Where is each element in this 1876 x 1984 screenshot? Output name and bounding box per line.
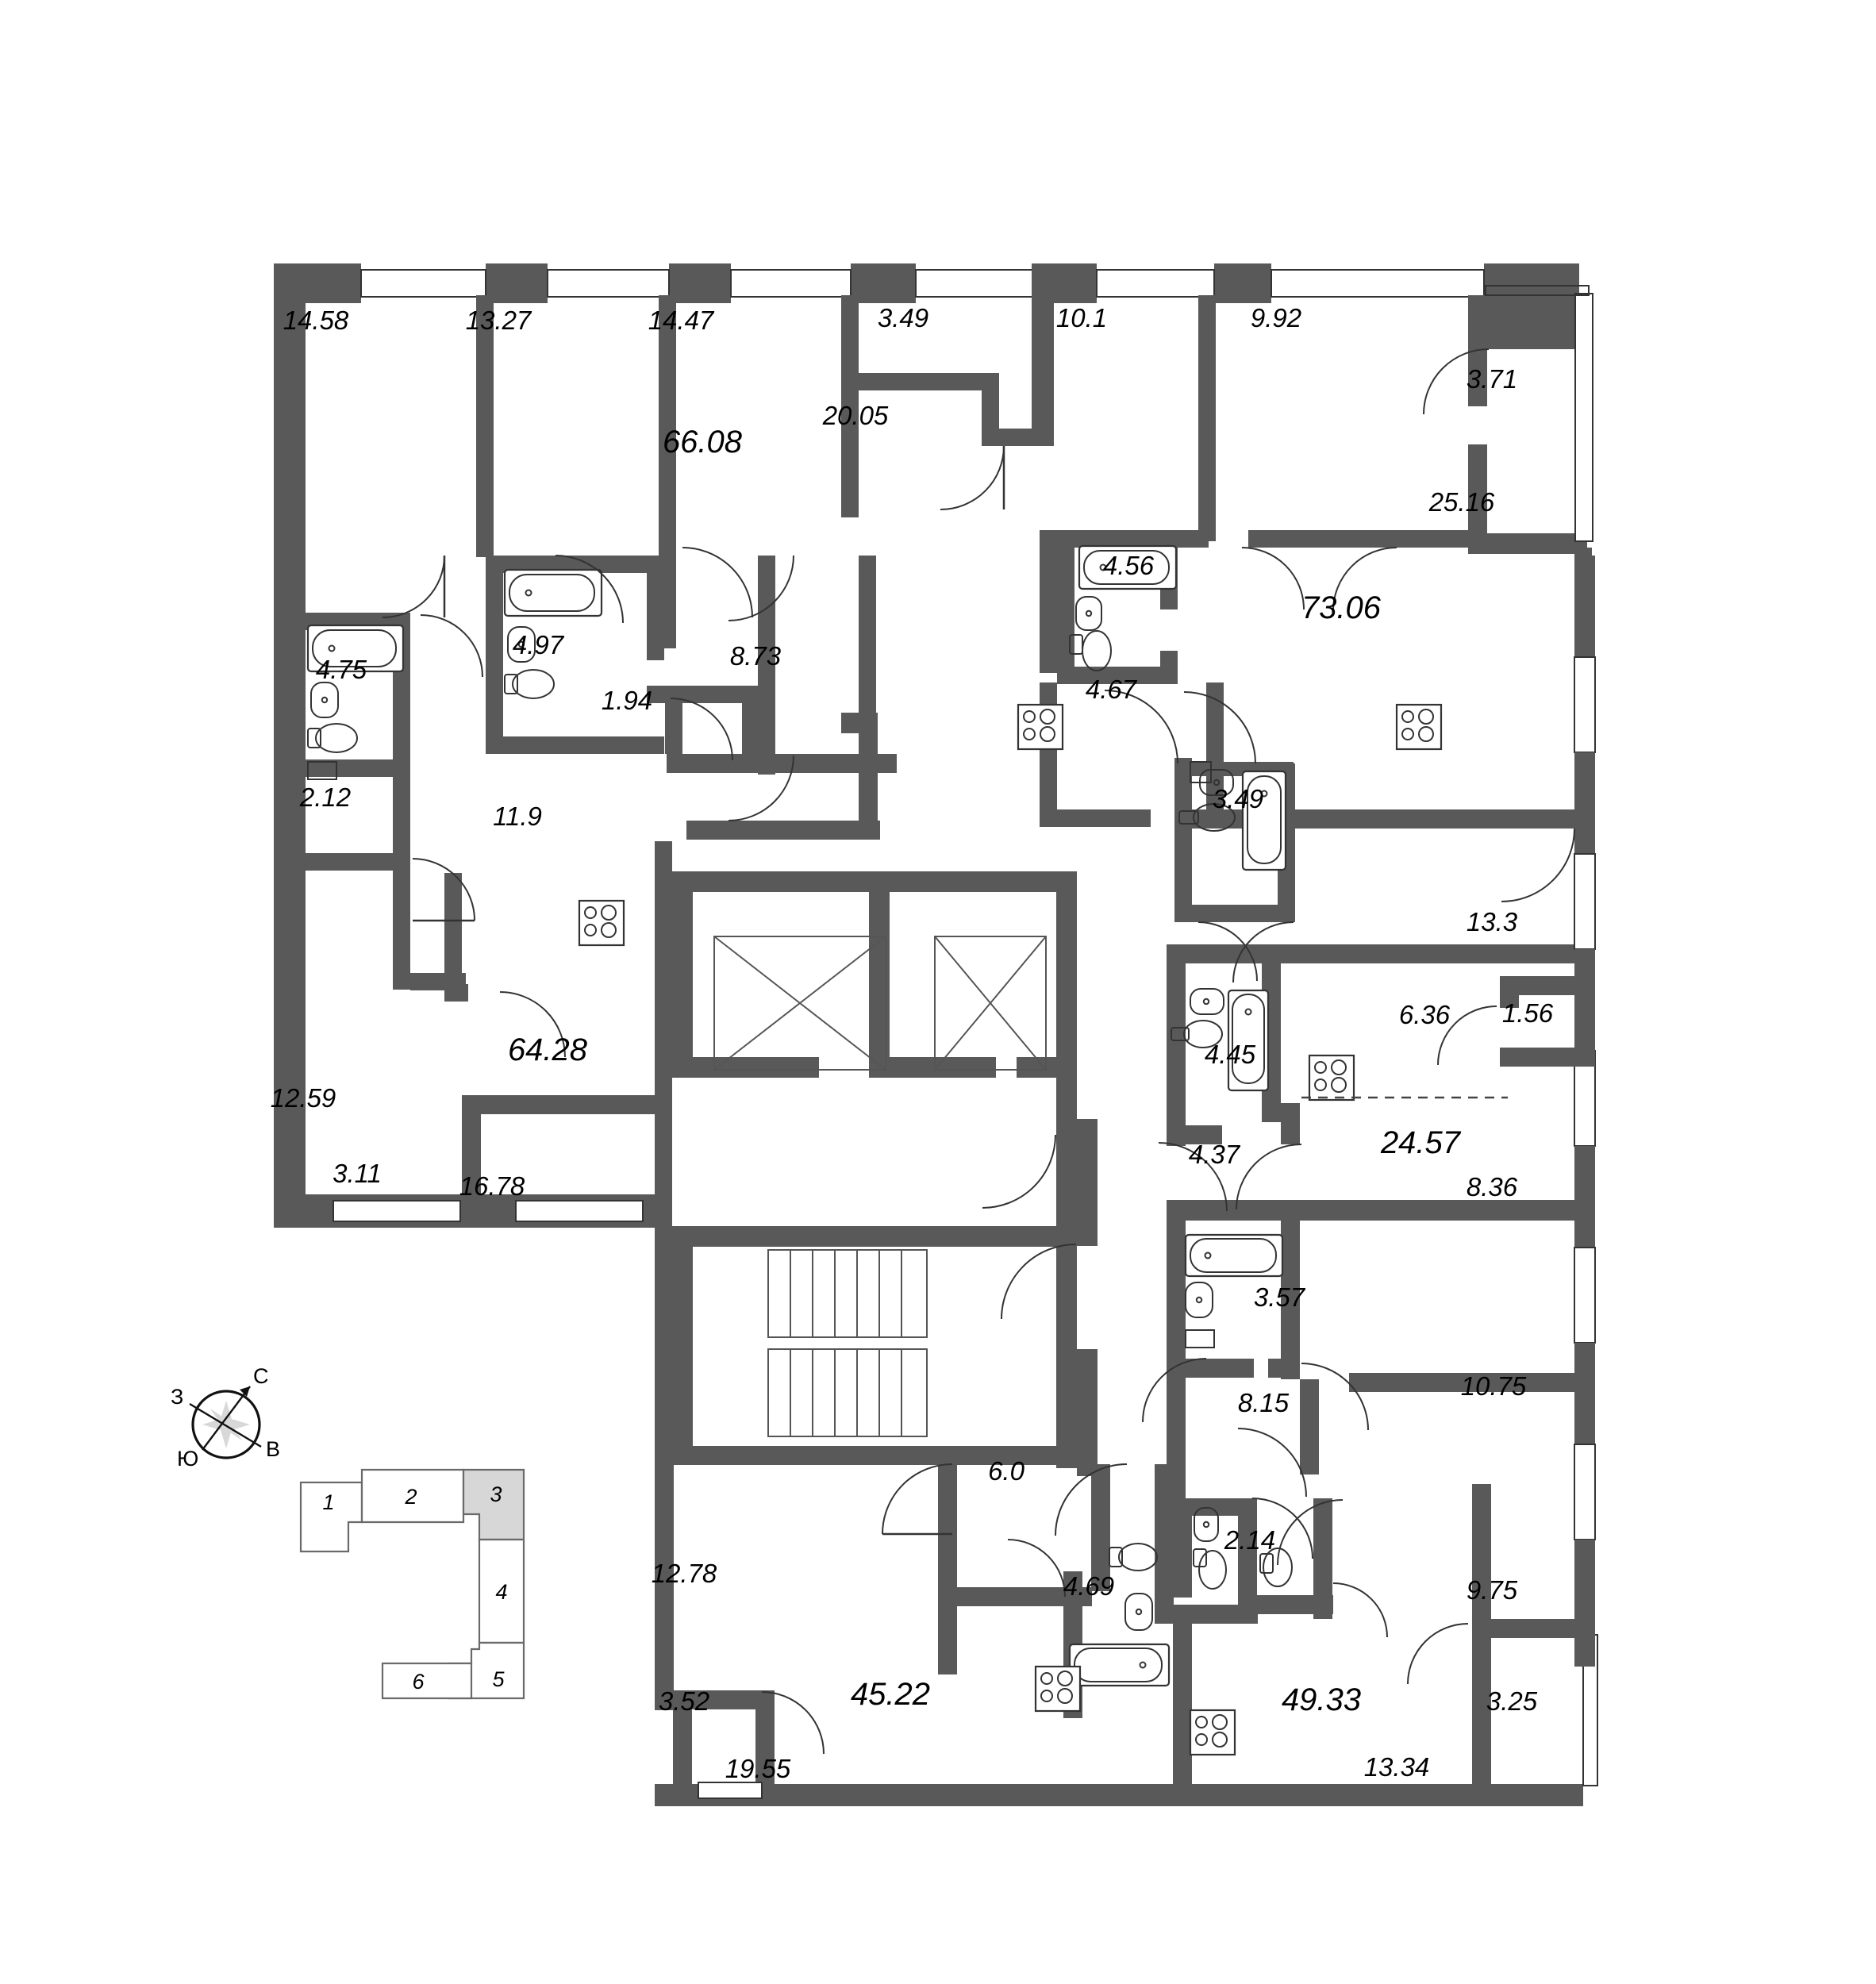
- key-section-6-label: 6: [412, 1670, 425, 1694]
- room-area-label: 4.69: [1063, 1571, 1114, 1601]
- compass-label-north: С: [253, 1364, 269, 1388]
- room-area-label: 20.05: [822, 401, 889, 430]
- key-section-2-label: 2: [404, 1485, 417, 1509]
- room-area-label: 4.56: [1103, 551, 1155, 580]
- toilet-icon: [1259, 1548, 1293, 1587]
- room-area-label: 24.57: [1380, 1125, 1462, 1160]
- bathtub-icon: [1078, 544, 1178, 590]
- room-area-label: 3.49: [1213, 784, 1263, 813]
- key-section-1-label: 1: [322, 1490, 334, 1514]
- room-area-label: 3.52: [659, 1686, 709, 1716]
- room-area-label: 3.71: [1467, 364, 1517, 394]
- sink-icon: [310, 682, 339, 718]
- room-area-label: 11.9: [493, 802, 542, 831]
- walls: [274, 263, 1598, 1806]
- sink-icon: [1185, 1282, 1213, 1318]
- room-area-label: 66.08: [663, 425, 743, 459]
- toilet-icon: [1178, 803, 1236, 832]
- stove-icon: [1189, 1709, 1236, 1756]
- room-area-label: 9.92: [1251, 303, 1301, 333]
- room-area-label: 4.37: [1189, 1140, 1241, 1169]
- room-area-label: 3.25: [1486, 1686, 1538, 1716]
- room-area-label: 10.1: [1056, 303, 1107, 333]
- room-area-label: 12.78: [652, 1559, 717, 1588]
- room-area-label: 45.22: [851, 1677, 930, 1712]
- room-area-label: 19.55: [725, 1754, 791, 1783]
- room-area-label: 16.78: [459, 1171, 525, 1201]
- room-area-label: 1.94: [602, 686, 652, 715]
- stove-icon: [1017, 703, 1064, 751]
- plumbing-fixtures: [306, 544, 1293, 1687]
- kitchen-stoves: [578, 703, 1443, 1756]
- key-section-2[interactable]: [360, 1468, 465, 1524]
- room-area-label: 49.33: [1282, 1682, 1361, 1717]
- room-area-label: 6.36: [1399, 1000, 1451, 1029]
- room-area-label: 4.45: [1205, 1040, 1256, 1069]
- stove-icon: [1395, 703, 1443, 751]
- sink-icon: [1124, 1593, 1153, 1631]
- key-section-5-label: 5: [492, 1667, 505, 1691]
- key-section-6[interactable]: [381, 1662, 473, 1700]
- door-swings: [382, 348, 1575, 1755]
- bathtub-icon: [1241, 770, 1287, 871]
- room-area-label: 9.75: [1467, 1575, 1518, 1605]
- compass-label-west: З: [171, 1385, 183, 1409]
- bathtub-icon: [1068, 1643, 1171, 1687]
- elevator-shaft-right: [934, 936, 1047, 1071]
- room-area-label: 4.67: [1086, 675, 1138, 704]
- toilet-icon: [1069, 630, 1112, 671]
- bathtub-icon: [1184, 1233, 1284, 1278]
- room-area-label: 73.06: [1301, 590, 1382, 625]
- room-area-label: 8.73: [730, 641, 782, 671]
- key-section-4-label: 4: [495, 1580, 507, 1604]
- room-area-label: 13.27: [466, 306, 532, 335]
- compass-rose: С В Ю З: [171, 1364, 280, 1471]
- room-area-label: 25.16: [1428, 487, 1495, 517]
- elevator-shafts: [713, 936, 1047, 1071]
- room-area-label: 13.34: [1364, 1752, 1430, 1782]
- room-area-label: 14.58: [283, 306, 349, 335]
- bathtub-icon: [306, 624, 405, 673]
- room-area-label: 13.3: [1467, 907, 1518, 936]
- toilet-icon: [307, 723, 358, 753]
- sink-icon: [1190, 988, 1224, 1015]
- building-key-diagram: 1 2 3 4 5 6: [299, 1468, 525, 1700]
- compass-label-south: Ю: [177, 1447, 198, 1471]
- stove-icon: [1308, 1054, 1355, 1102]
- area-labels-group: 14.58 13.27 14.47 66.08 3.49 20.05 10.1 9.92 3.7…: [271, 303, 1554, 1783]
- room-area-label: 2.14: [1224, 1525, 1275, 1555]
- room-area-label: 14.47: [648, 306, 715, 335]
- sink-icon: [1075, 596, 1102, 631]
- key-section-3-label: 3: [490, 1482, 502, 1506]
- room-area-label: 6.0: [988, 1456, 1025, 1486]
- sink-icon: [507, 626, 536, 663]
- room-area-label: 3.49: [878, 303, 928, 333]
- toilet-icon: [1171, 1020, 1223, 1048]
- bathtub-icon: [503, 568, 603, 617]
- toilet-icon: [1109, 1543, 1158, 1571]
- stove-icon: [578, 899, 625, 947]
- toilet-icon: [504, 669, 555, 699]
- bathtub-icon: [1227, 989, 1270, 1092]
- room-area-label: 3.57: [1254, 1282, 1306, 1312]
- room-area-label: 4.97: [513, 630, 565, 659]
- room-area-label: 8.36: [1467, 1172, 1518, 1202]
- room-area-label: 4.75: [316, 655, 367, 684]
- room-area-label: 64.28: [508, 1032, 588, 1067]
- staircase: [767, 1249, 928, 1437]
- compass-label-east: В: [266, 1437, 280, 1461]
- room-area-label: 2.12: [299, 782, 351, 812]
- stove-icon: [1034, 1665, 1082, 1713]
- toilet-icon: [1193, 1548, 1227, 1590]
- sink-icon: [1194, 1507, 1219, 1542]
- room-area-label: 8.15: [1238, 1388, 1290, 1417]
- room-area-label: 1.56: [1502, 998, 1554, 1028]
- room-area-label: 12.59: [271, 1083, 336, 1113]
- room-area-label: 3.11: [333, 1159, 382, 1188]
- elevator-shaft-left: [713, 936, 886, 1071]
- room-area-label: 10.75: [1461, 1371, 1527, 1401]
